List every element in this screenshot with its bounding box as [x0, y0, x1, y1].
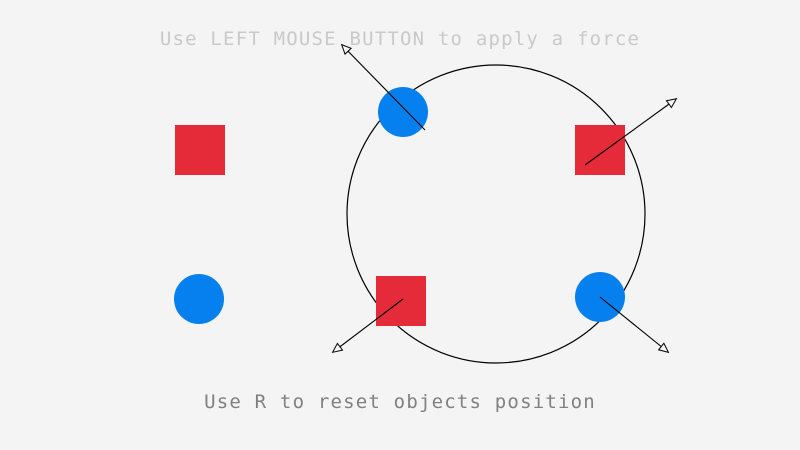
hint-apply-force: Use LEFT MOUSE BUTTON to apply a force	[159, 28, 641, 50]
body-square-orbit-right[interactable]	[575, 125, 625, 175]
force-vector-square-orbit-right	[584, 99, 676, 166]
body-circle-free-left[interactable]	[174, 274, 224, 324]
body-circle-orbit-top[interactable]	[378, 87, 428, 137]
force-vector-circle-orbit-right	[599, 296, 668, 352]
hint-reset-objects: Use R to reset objects position	[204, 391, 596, 413]
force-vector-square-orbit-bottom	[333, 298, 404, 352]
force-vector-circle-orbit-top	[342, 45, 426, 131]
constraint-circle	[346, 64, 646, 364]
body-square-free-left[interactable]	[175, 125, 225, 175]
